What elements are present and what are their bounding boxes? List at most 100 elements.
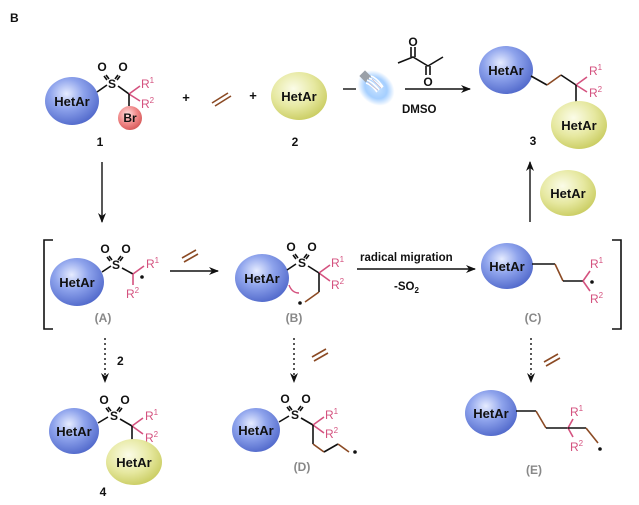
intermediate-label-E: (E) [526, 463, 542, 477]
hetar-sphere-blue [235, 254, 289, 302]
oxygen-atom: O [97, 60, 106, 74]
r1-label: R1 [331, 255, 345, 270]
plus-sign: + [249, 88, 257, 103]
bromine-label: Br [123, 111, 137, 125]
reagent-2-label: 2 [117, 354, 124, 368]
hetar-label: HetAr [489, 259, 524, 274]
r1-label: R1 [570, 404, 584, 419]
radical-migration-label: radical migration [360, 252, 453, 264]
hetar-label: HetAr [59, 275, 94, 290]
ethylene-icon [181, 249, 199, 263]
svg-text:O: O [280, 392, 289, 406]
hetar-sphere-yellow [551, 101, 607, 149]
intermediate-label-D: (D) [294, 460, 311, 474]
compound-number-4: 4 [100, 485, 107, 499]
r-bonds [128, 85, 141, 102]
intermediate-C: HetAr R1 R2 (C) [481, 243, 604, 325]
r2-label: R2 [126, 286, 140, 301]
so2-loss-label: -SO2 [394, 281, 419, 295]
hetar-sphere-blue [50, 258, 104, 306]
plus-sign: + [182, 90, 190, 105]
bromine-sphere [118, 106, 142, 130]
compound-number-2: 2 [292, 135, 299, 149]
svg-text:S: S [291, 408, 299, 422]
left-bracket [43, 239, 53, 330]
radical-dot [598, 447, 602, 451]
r2-label: R2 [590, 291, 604, 306]
hetar-sphere-blue [481, 243, 533, 289]
hetar-sphere-blue [45, 77, 99, 125]
compound-number-3: 3 [530, 134, 537, 148]
radical-dot [298, 301, 302, 305]
hetar-label: HetAr [281, 89, 316, 104]
svg-text:O: O [301, 392, 310, 406]
bond [117, 85, 130, 95]
svg-text:O: O [99, 393, 108, 407]
r2-label: R2 [141, 96, 155, 111]
hetar-sphere-blue [465, 390, 517, 436]
sulfonyl-bonds [103, 74, 121, 81]
radical-dot [590, 280, 594, 284]
intermediate-D: HetAr S O O R1 R2 (D) [232, 392, 357, 474]
compound-1: HetAr S O O R1 R2 Br 1 [45, 60, 155, 149]
r2-label: R2 [589, 85, 603, 100]
hetar-label: HetAr [56, 424, 91, 439]
r1-label: R1 [146, 256, 160, 271]
oxygen-atom: O [118, 60, 127, 74]
intermediate-label-B: (B) [286, 311, 303, 325]
hetar-sphere-yellow [106, 439, 162, 485]
hetar-sphere-blue [232, 408, 280, 452]
hetar-sphere-blue [479, 46, 533, 94]
svg-text:S: S [298, 256, 306, 270]
svg-text:S: S [112, 258, 120, 272]
hetar-sphere-blue [49, 408, 99, 454]
ethylene-icon [543, 353, 561, 367]
hetar-label: HetAr [550, 186, 585, 201]
butanedione-structure: O O [397, 35, 444, 89]
r2-label: R2 [331, 277, 345, 292]
r2-label: R2 [325, 426, 339, 441]
r1-label: R1 [590, 256, 604, 271]
solvent-label: DMSO [402, 104, 437, 116]
svg-text:O: O [423, 75, 432, 89]
hetar-reagent: HetAr [540, 170, 596, 216]
r1-label: R1 [145, 408, 159, 423]
curved-arrow-icon [288, 284, 300, 294]
r1-label: R1 [325, 407, 339, 422]
cfl-bulb-icon [357, 70, 395, 106]
compound-3: HetAr R1 R2 HetAr 3 [479, 46, 607, 149]
r2-label: R2 [570, 439, 584, 454]
bond [96, 84, 108, 93]
panel-label: B [10, 11, 19, 25]
hetar-sphere-yellow [271, 72, 327, 120]
intermediate-label-A: (A) [95, 311, 112, 325]
compound-2: HetAr 2 [271, 72, 327, 149]
r1-label: R1 [141, 76, 155, 91]
hetar-label: HetAr [54, 94, 89, 109]
svg-text:O: O [307, 240, 316, 254]
svg-text:O: O [100, 242, 109, 256]
svg-text:S: S [110, 409, 118, 423]
sulfur-atom: S [108, 77, 116, 91]
ethylene-icon [311, 348, 329, 362]
intermediate-B: HetAr S O O R1 R2 (B) [235, 240, 345, 325]
hetar-label: HetAr [561, 118, 596, 133]
radical-dot [353, 450, 357, 454]
svg-text:O: O [286, 240, 295, 254]
svg-text:O: O [120, 393, 129, 407]
svg-text:O: O [408, 35, 417, 49]
intermediate-A: HetAr S O O R1 R2 (A) [50, 242, 160, 325]
svg-text:O: O [121, 242, 130, 256]
hetar-label: HetAr [473, 406, 508, 421]
hetar-label: HetAr [244, 271, 279, 286]
ethylene-icon [211, 92, 232, 107]
hetar-sphere-yellow [540, 170, 596, 216]
intermediate-E: HetAr R1 R2 (E) [465, 390, 602, 477]
compound-4: HetAr S O O R1 R2 HetAr 4 [49, 393, 162, 499]
hetar-label: HetAr [116, 455, 151, 470]
r2-label: R2 [145, 430, 159, 445]
hetar-label: HetAr [488, 63, 523, 78]
radical-dot [140, 275, 144, 279]
compound-number-1: 1 [97, 135, 104, 149]
